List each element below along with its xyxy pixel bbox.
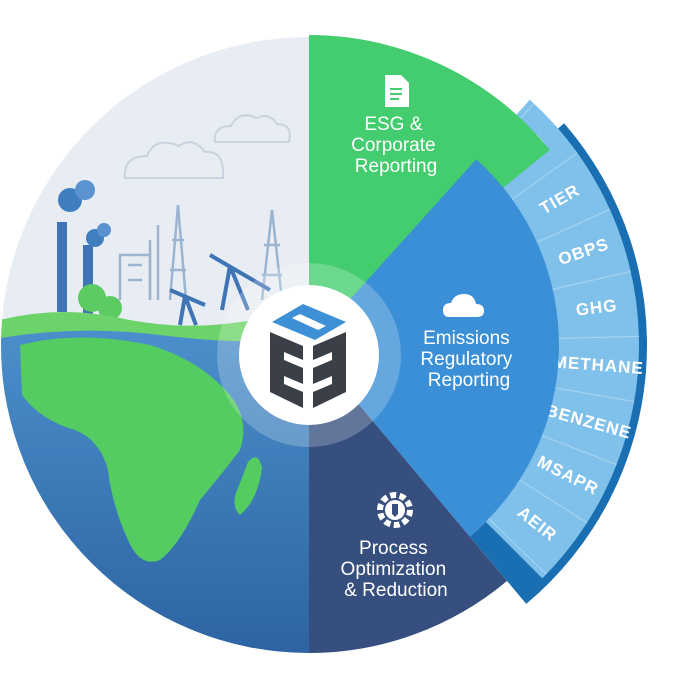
logo-badge: [239, 285, 379, 425]
ring-divider: [550, 270, 631, 291]
trees: [78, 284, 122, 320]
ring-divider: [553, 386, 635, 403]
emissions-segment: [309, 159, 559, 537]
ring-divider: [534, 208, 611, 244]
process-segment: [309, 345, 507, 653]
esg-label: ESG & Corporate Reporting: [351, 114, 441, 177]
madagascar-island: [234, 457, 262, 515]
smokestacks: [57, 180, 111, 315]
cloud-icon: [443, 294, 484, 317]
process-label: Process Optimization & Reduction: [341, 538, 452, 601]
industrial-skyline: [118, 204, 284, 301]
ring-divider: [539, 434, 617, 466]
ring-divider: [486, 516, 547, 575]
emissions-label: Emissions Regulatory Reporting: [420, 328, 517, 391]
ring-divider: [510, 152, 578, 202]
gear-wrench-icon: [377, 492, 413, 528]
pumpjacks: [169, 253, 272, 326]
cloud-decoration: [123, 114, 291, 179]
africa-continent: [20, 337, 244, 562]
eee-logo-icon: [270, 304, 346, 408]
esg-segment: [309, 35, 550, 345]
ring-divider: [517, 478, 588, 524]
document-icon: [385, 75, 409, 107]
ring-divider: [556, 335, 639, 340]
